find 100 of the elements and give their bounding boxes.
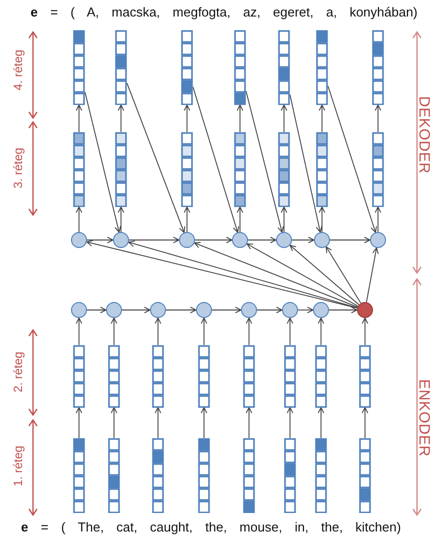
arrow — [86, 240, 358, 309]
arrow — [318, 104, 326, 132]
layer-label: 1. réteg — [11, 446, 25, 486]
vector-bar — [181, 132, 193, 207]
state-circle — [241, 302, 257, 318]
state-circle — [282, 302, 298, 318]
arrow — [362, 318, 368, 346]
arrow — [318, 318, 324, 346]
arrow — [86, 236, 114, 244]
arrow — [194, 242, 358, 308]
arrow — [246, 318, 252, 346]
arrow — [128, 236, 180, 244]
state-circle — [71, 232, 87, 248]
arrow — [286, 407, 294, 438]
arrow — [122, 306, 150, 314]
arrow — [110, 407, 118, 438]
arrow — [118, 206, 124, 232]
vector-bar — [73, 345, 85, 408]
arrow — [184, 206, 190, 232]
vector-bar — [152, 438, 164, 513]
arrow — [76, 318, 82, 346]
section-label: ENKODER — [416, 379, 432, 457]
arrow — [86, 306, 106, 314]
vector-bar — [315, 438, 327, 513]
vector-bar — [278, 132, 290, 207]
vector-bar — [108, 438, 120, 513]
vector-bar — [181, 30, 193, 105]
sentence-text: e = ( A, macska, megfogta, az, egeret, a, konyhában) — [30, 4, 418, 20]
sentence-text: e = ( The, cat, caught, the, mouse, in, the, kitchen) — [21, 520, 401, 534]
arrow — [154, 407, 162, 438]
arrow — [286, 318, 294, 346]
section-label: DEKODER — [416, 96, 432, 174]
vector-bar — [152, 345, 164, 408]
arrow — [192, 86, 240, 233]
arrow — [126, 82, 186, 233]
vector-bar — [243, 345, 255, 408]
vector-bar — [108, 345, 120, 408]
vector-bar — [284, 438, 296, 513]
vector-bar — [198, 438, 210, 513]
arrow — [184, 104, 190, 132]
arrow — [154, 318, 162, 346]
vector-bar — [198, 345, 210, 408]
vector-bar — [115, 30, 127, 105]
state-circle — [113, 232, 129, 248]
arrow — [330, 236, 370, 244]
arrow — [212, 306, 242, 314]
arrow — [84, 92, 121, 233]
arrow — [236, 104, 244, 132]
arrow — [374, 206, 382, 232]
arrow — [194, 236, 232, 244]
arrow — [256, 306, 282, 314]
vector-bar — [234, 30, 246, 105]
arrow — [236, 206, 244, 232]
layer-label: 2. réteg — [11, 352, 25, 392]
vector-bar — [372, 132, 384, 207]
vector-bar — [73, 132, 85, 207]
arrow — [118, 104, 124, 132]
vector-bar — [359, 345, 371, 408]
arrow — [128, 240, 358, 308]
arrow — [76, 206, 82, 232]
layer-label: 3. réteg — [11, 148, 25, 188]
arrow — [298, 306, 314, 314]
vector-bar — [278, 30, 290, 105]
state-circle — [232, 232, 248, 248]
arrow — [318, 206, 326, 232]
vector-bar — [359, 438, 371, 513]
arrow — [200, 318, 208, 346]
vector-bar — [315, 345, 327, 408]
state-circle — [314, 232, 330, 248]
state-circle — [276, 232, 292, 248]
arrow — [248, 236, 276, 244]
arrow — [200, 407, 208, 438]
arrow — [318, 407, 324, 438]
layer-label: 4. réteg — [11, 50, 25, 90]
arrow — [328, 306, 358, 314]
state-circle — [106, 302, 122, 318]
state-circle — [313, 302, 329, 318]
arrow — [290, 94, 322, 233]
arrow — [292, 236, 314, 244]
state-circle — [179, 232, 195, 248]
vector-bar — [234, 132, 246, 207]
state-circle — [196, 302, 212, 318]
vector-bar — [115, 132, 127, 207]
state-circle — [150, 302, 166, 318]
arrow — [374, 104, 382, 132]
arrow — [166, 306, 196, 314]
state-circle — [370, 232, 386, 248]
arrow — [280, 206, 288, 232]
output-state-circle — [357, 302, 373, 318]
vector-bar — [316, 30, 328, 105]
arrow — [326, 246, 362, 304]
arrow — [110, 318, 118, 346]
arrow — [76, 104, 82, 132]
vector-bar — [316, 132, 328, 207]
vector-bar — [284, 345, 296, 408]
arrow — [290, 244, 360, 306]
arrow — [328, 86, 377, 233]
arrow — [280, 104, 288, 132]
state-circle — [71, 302, 87, 318]
arrow — [246, 90, 284, 233]
